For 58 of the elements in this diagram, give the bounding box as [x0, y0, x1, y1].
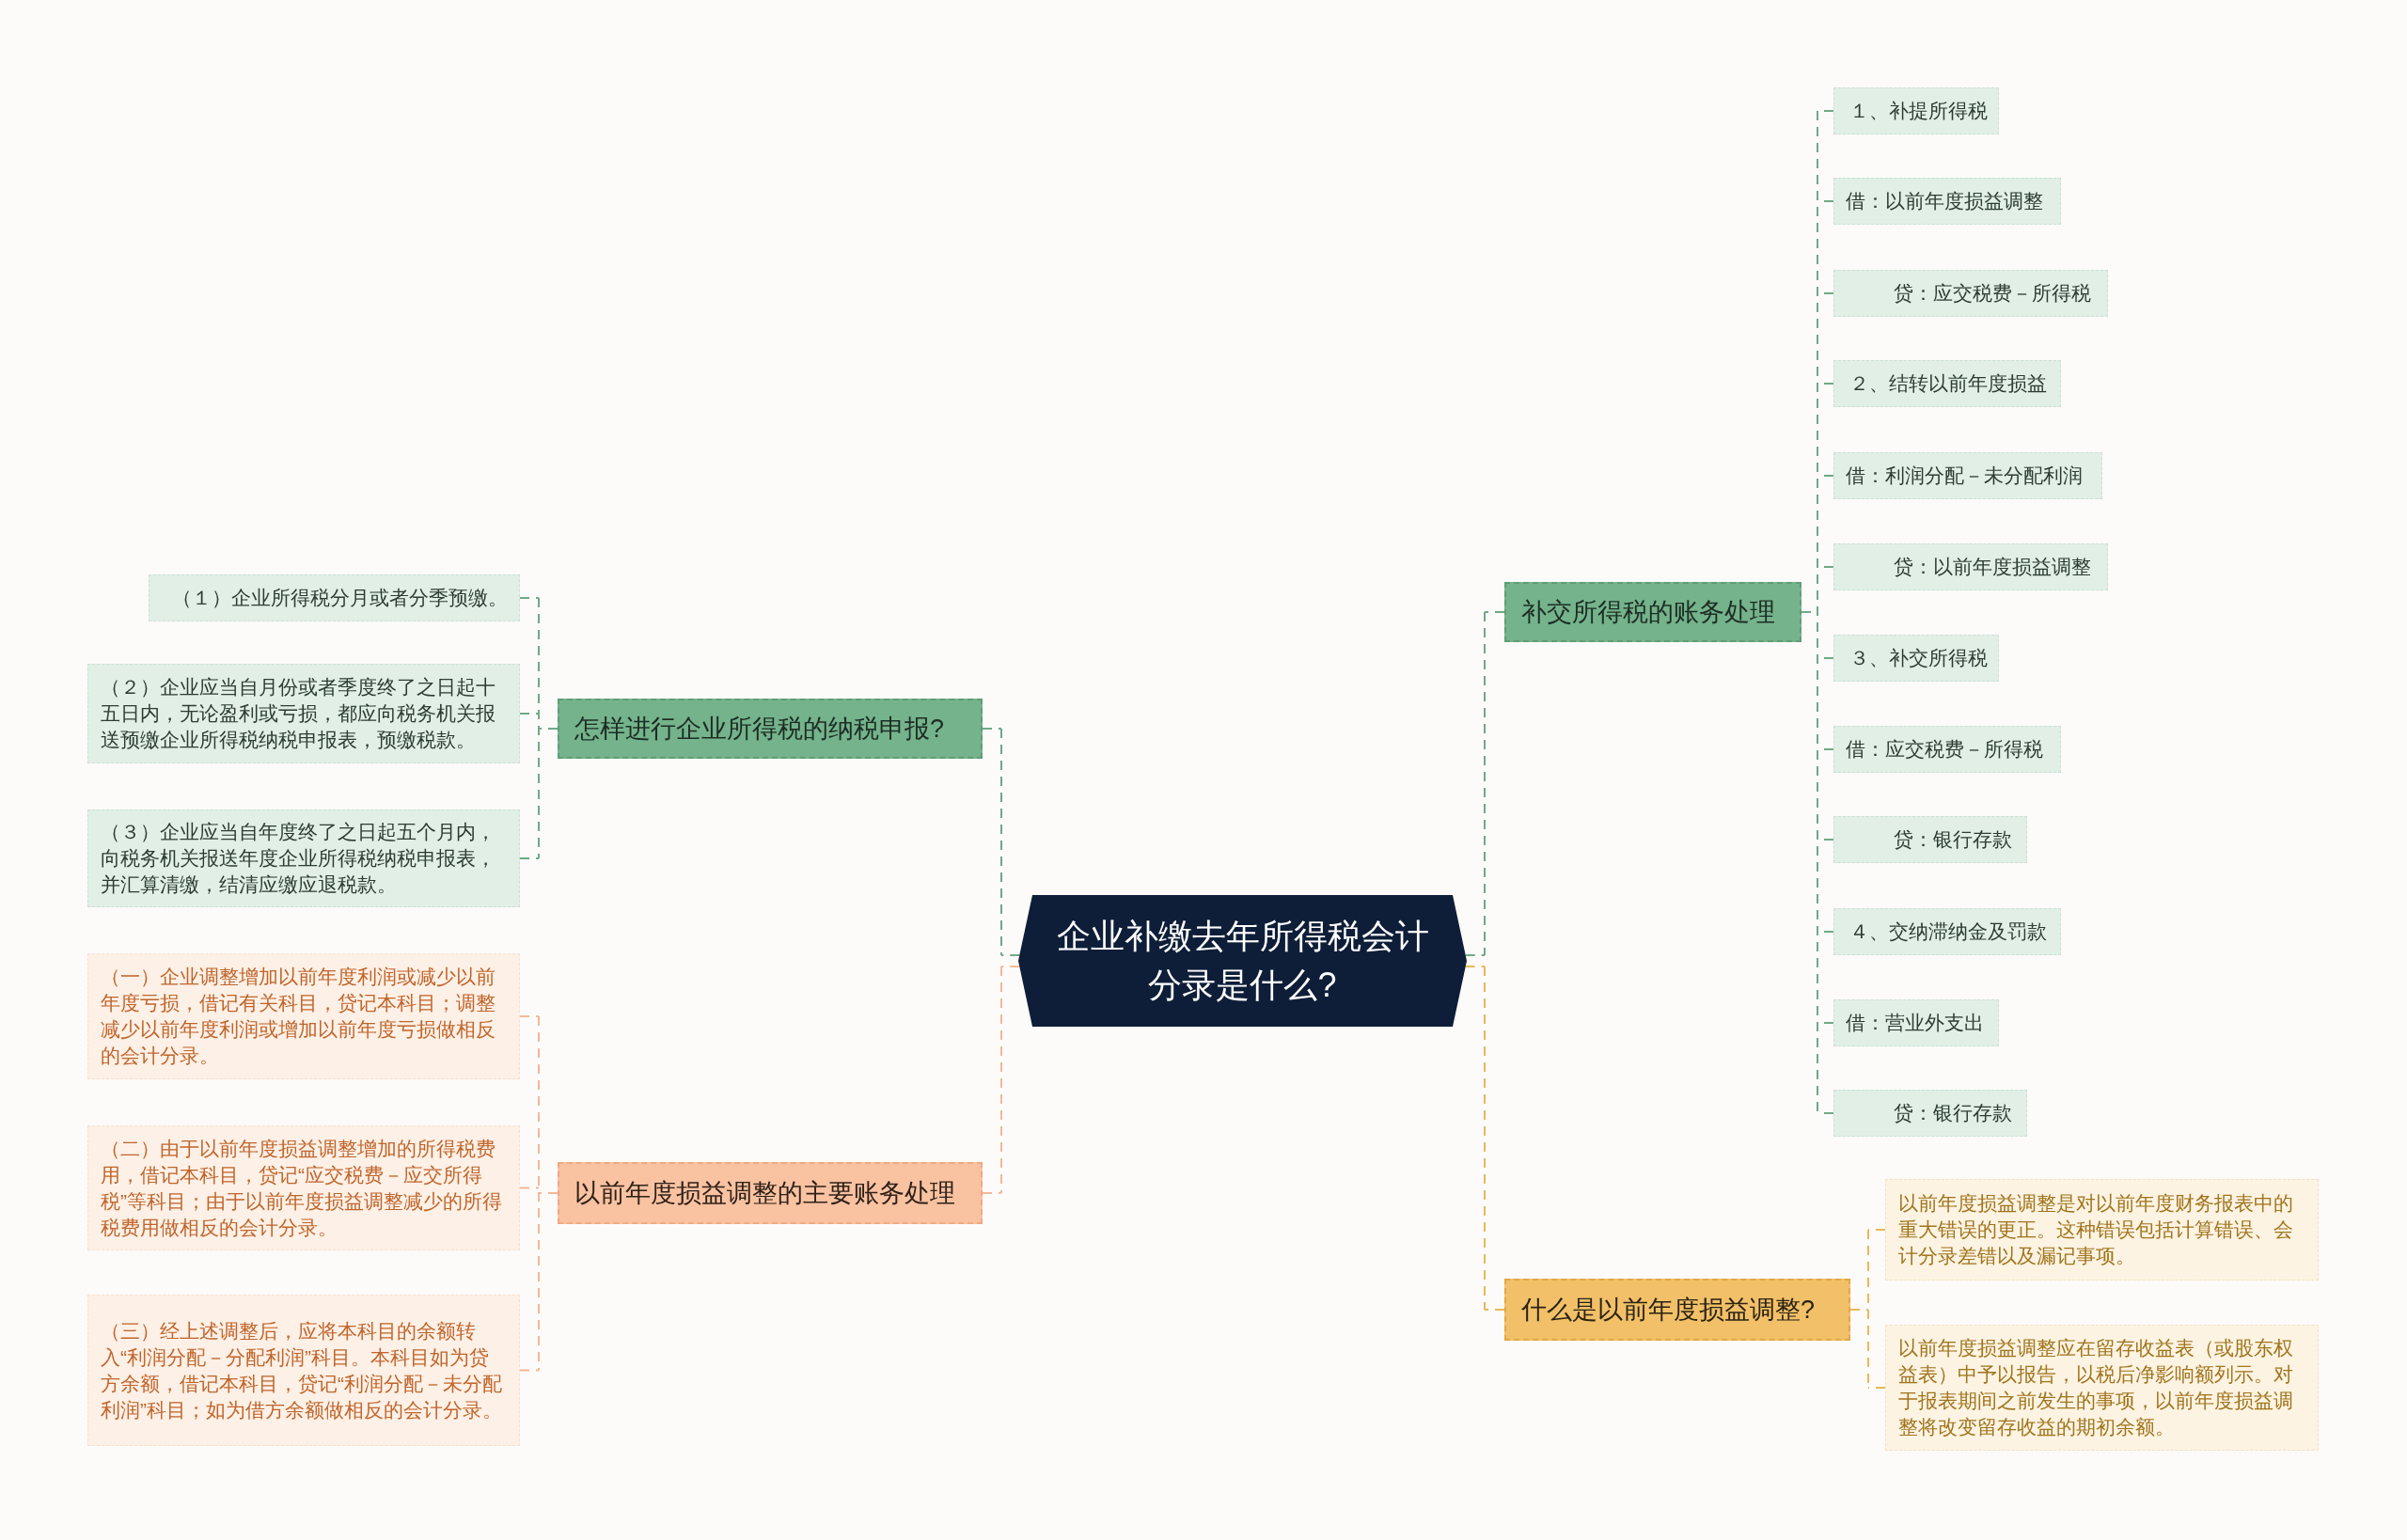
detail-text: ２、结转以前年度损益: [1849, 371, 2047, 396]
detail-text: 以前年度损益调整应在留存收益表（或股东权益表）中予以报告，以税后净影响额列示。对于报表期间之前发生的事项，以前年度损益调整将改变留存收益的期初余额。: [1898, 1336, 2294, 1439]
detail-text: ３、补交所得税: [1849, 646, 1988, 670]
connector-line: [1464, 611, 1505, 956]
detail-text: 借：利润分配－未分配利润: [1846, 464, 2083, 488]
detail-card: [1833, 908, 2061, 955]
detail-text: 贷：银行存款: [1894, 1101, 2012, 1125]
branch-topic-text: 以前年度损益调整的主要账务处理: [574, 1178, 955, 1209]
branch-topic-card: [1504, 1279, 1850, 1341]
detail-card: [1833, 452, 2102, 499]
connector-line: [519, 1015, 558, 1372]
branch-topic-card: [1504, 582, 1801, 642]
detail-text: 借：营业外支出: [1846, 1011, 1984, 1035]
detail-card: [87, 664, 520, 763]
detail-card: [1833, 87, 1999, 134]
detail-text: 贷：银行存款: [1894, 827, 2012, 852]
detail-text: 借：以前年度损益调整: [1846, 189, 2043, 213]
detail-card: [1833, 1090, 2027, 1137]
detail-card: [1833, 543, 2108, 590]
detail-text: （３）企业应当自年度终了之日起五个月内，向税务机关报送年度企业所得税纳税申报表，并汇算清缴，结清应缴应退税款。: [101, 820, 496, 897]
branch-topic-card: [558, 699, 983, 759]
detail-text: （一）企业调整增加以前年度利润或减少以前年度亏损，借记有关科目，贷记本科目；调整减少以前年度利润或增加以前年度亏损做相反的会计分录。: [101, 965, 496, 1068]
detail-card: [87, 1295, 520, 1446]
connector-line: [519, 597, 558, 859]
detail-text: 以前年度损益调整是对以前年度财务报表中的重大错误的更正。这种错误包括计算错误、会计分录差错以及漏记事项。: [1898, 1191, 2294, 1268]
detail-card: [1833, 999, 1999, 1046]
detail-text: （１）企业所得税分月或者分季预缴。: [172, 586, 508, 610]
detail-card: [1885, 1325, 2319, 1451]
detail-card: [87, 1125, 520, 1250]
connector-line: [982, 966, 1021, 1194]
connector-line: [1849, 1229, 1886, 1389]
detail-card: [87, 809, 520, 907]
detail-card: [1833, 726, 2061, 773]
detail-card: [1833, 270, 2108, 317]
detail-card: [149, 574, 520, 621]
detail-card: [1833, 360, 2061, 407]
detail-text: 贷：应交税费－所得税: [1894, 281, 2091, 306]
branch-topic-card: [558, 1162, 983, 1224]
detail-text: （２）企业应当自月份或者季度终了之日起十五日内，无论盈利或亏损，都应向税务机关报送预缴企业所得税纳税申报表，预缴税款。: [101, 675, 496, 752]
detail-text: ４、交纳滞纳金及罚款: [1849, 919, 2047, 944]
detail-text: 借：应交税费－所得税: [1846, 737, 2043, 762]
detail-card: [1833, 178, 2061, 225]
connector-line: [1801, 110, 1834, 1114]
connector-line: [982, 728, 1021, 956]
connector-line: [1464, 966, 1505, 1311]
branch-topic-text: 补交所得税的账务处理: [1521, 597, 1775, 628]
detail-text: １、补提所得税: [1849, 99, 1988, 123]
branch-topic-text: 怎样进行企业所得税的纳税申报?: [574, 714, 945, 745]
detail-text: 贷：以前年度损益调整: [1894, 555, 2091, 579]
central-topic-title: 企业补缴去年所得税会计分录是什么?: [1055, 916, 1430, 1006]
detail-card: [1885, 1179, 2319, 1281]
detail-card: [1833, 635, 1999, 682]
detail-card: [1833, 816, 2027, 863]
detail-text: （二）由于以前年度损益调整增加的所得税费用，借记本科目，贷记“应交税费－应交所得税”等科目；由于以前年度损益调整减少的所得税费用做相反的会计分录。: [101, 1136, 503, 1240]
central-topic-hexagon: [1018, 895, 1467, 1027]
branch-topic-text: 什么是以前年度损益调整?: [1521, 1295, 1816, 1326]
detail-text: （三）经上述调整后，应将本科目的余额转入“利润分配－分配利润”科目。本科目如为贷方余额，借记本科目，贷记“利润分配－未分配利润”科目；如为借方余额做相反的会计分录。: [101, 1318, 503, 1422]
detail-card: [87, 953, 520, 1079]
